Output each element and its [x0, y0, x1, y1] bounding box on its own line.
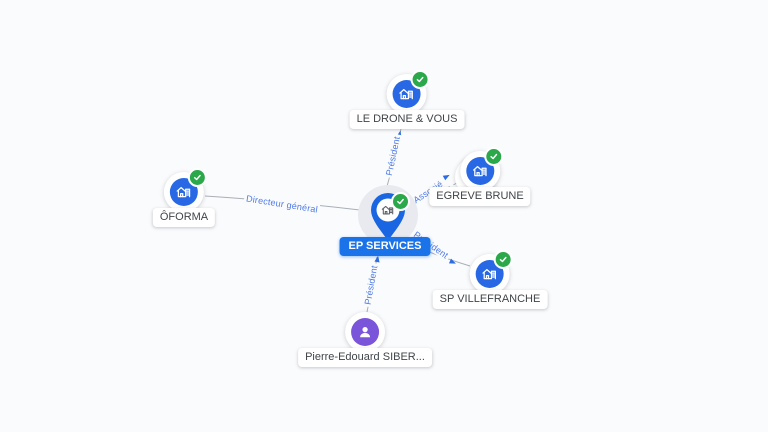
node-label[interactable]: LE DRONE & VOUS — [349, 110, 465, 129]
node-oforma[interactable]: ÔFORMA — [152, 168, 216, 227]
center-node-label[interactable]: EP SERVICES — [339, 237, 431, 256]
map-pin-icon[interactable] — [365, 190, 411, 247]
check-badge-icon — [188, 168, 207, 187]
arrow-to-egreve — [442, 174, 450, 181]
person-icon — [351, 318, 379, 346]
check-badge-icon — [410, 70, 430, 89]
node-label[interactable]: EGREVE BRUNE — [429, 187, 531, 206]
node-sp-villefranche[interactable]: SP VILLEFRANCHE — [432, 250, 548, 309]
arrow-to-center — [374, 255, 380, 263]
arrow-to-spv — [448, 258, 456, 264]
person-node-disc[interactable] — [345, 312, 385, 352]
company-node-disc[interactable] — [459, 147, 503, 191]
node-le-drone-et-vous[interactable]: LE DRONE & VOUS — [349, 70, 465, 129]
check-badge-icon — [493, 250, 513, 269]
node-pierre-edouard-siber[interactable]: Pierre-Edouard SIBER... — [298, 312, 432, 367]
node-label[interactable]: Pierre-Edouard SIBER... — [298, 348, 432, 367]
node-egreve-brune[interactable]: EGREVE BRUNE — [429, 147, 531, 206]
check-badge-icon — [391, 192, 410, 211]
check-badge-icon — [483, 147, 503, 166]
node-label[interactable]: SP VILLEFRANCHE — [432, 290, 548, 309]
node-label[interactable]: ÔFORMA — [152, 208, 216, 227]
company-node-disc[interactable] — [469, 250, 513, 294]
company-node-disc[interactable] — [164, 168, 207, 212]
company-node-disc[interactable] — [386, 70, 430, 114]
